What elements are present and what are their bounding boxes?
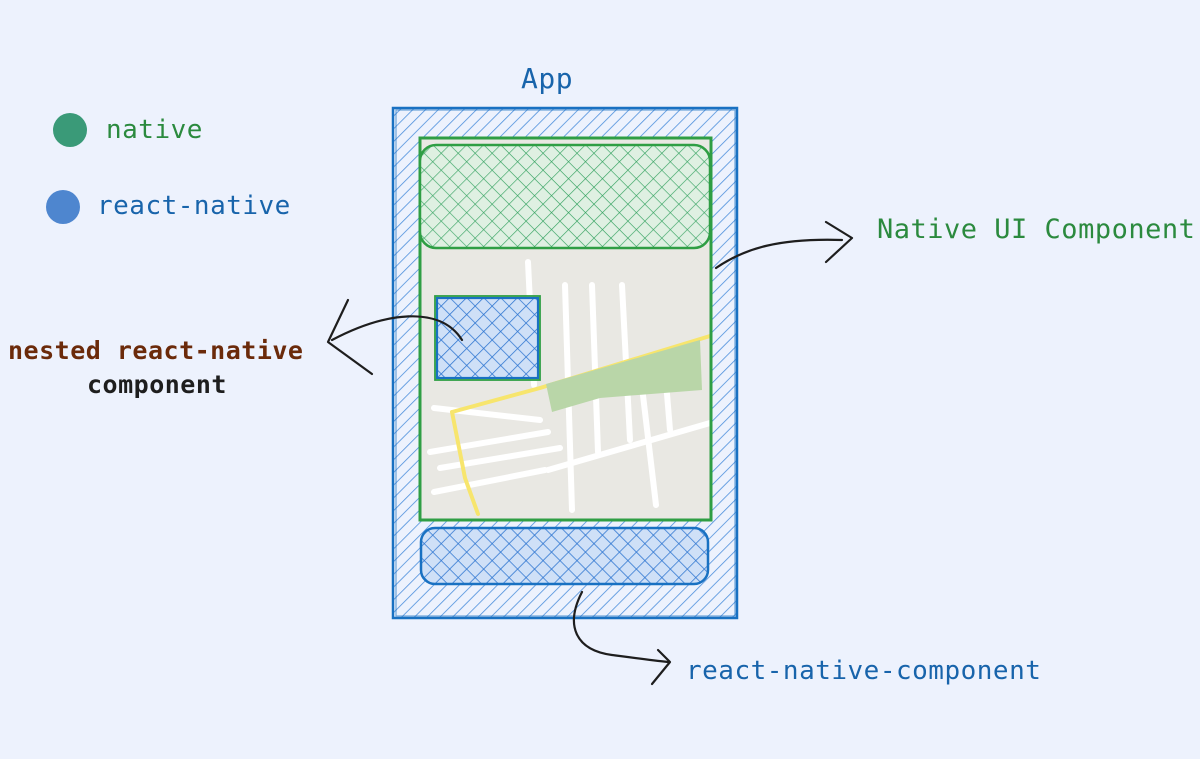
native-header-component bbox=[418, 143, 712, 250]
map-border bbox=[418, 136, 713, 522]
native-ui-component-label: Native UI Component bbox=[877, 214, 1196, 245]
map-park bbox=[546, 340, 702, 412]
arrow-native-ui-component bbox=[714, 220, 854, 270]
app-label: App bbox=[521, 62, 574, 95]
legend-native-label: native bbox=[106, 115, 203, 145]
legend-native-dot bbox=[53, 113, 87, 147]
react-native-bottom-component bbox=[419, 526, 710, 586]
nested-label-line1: nested react-native bbox=[8, 336, 304, 365]
nested-react-native-component bbox=[434, 295, 541, 381]
legend-react-native-label: react-native bbox=[97, 191, 291, 221]
arrow-react-native-component bbox=[573, 590, 672, 686]
arrow-nested-component bbox=[326, 298, 464, 376]
legend-react-native-dot bbox=[46, 190, 80, 224]
nested-label-line2: component bbox=[87, 370, 227, 399]
react-native-component-label: react-native-component bbox=[686, 656, 1042, 686]
